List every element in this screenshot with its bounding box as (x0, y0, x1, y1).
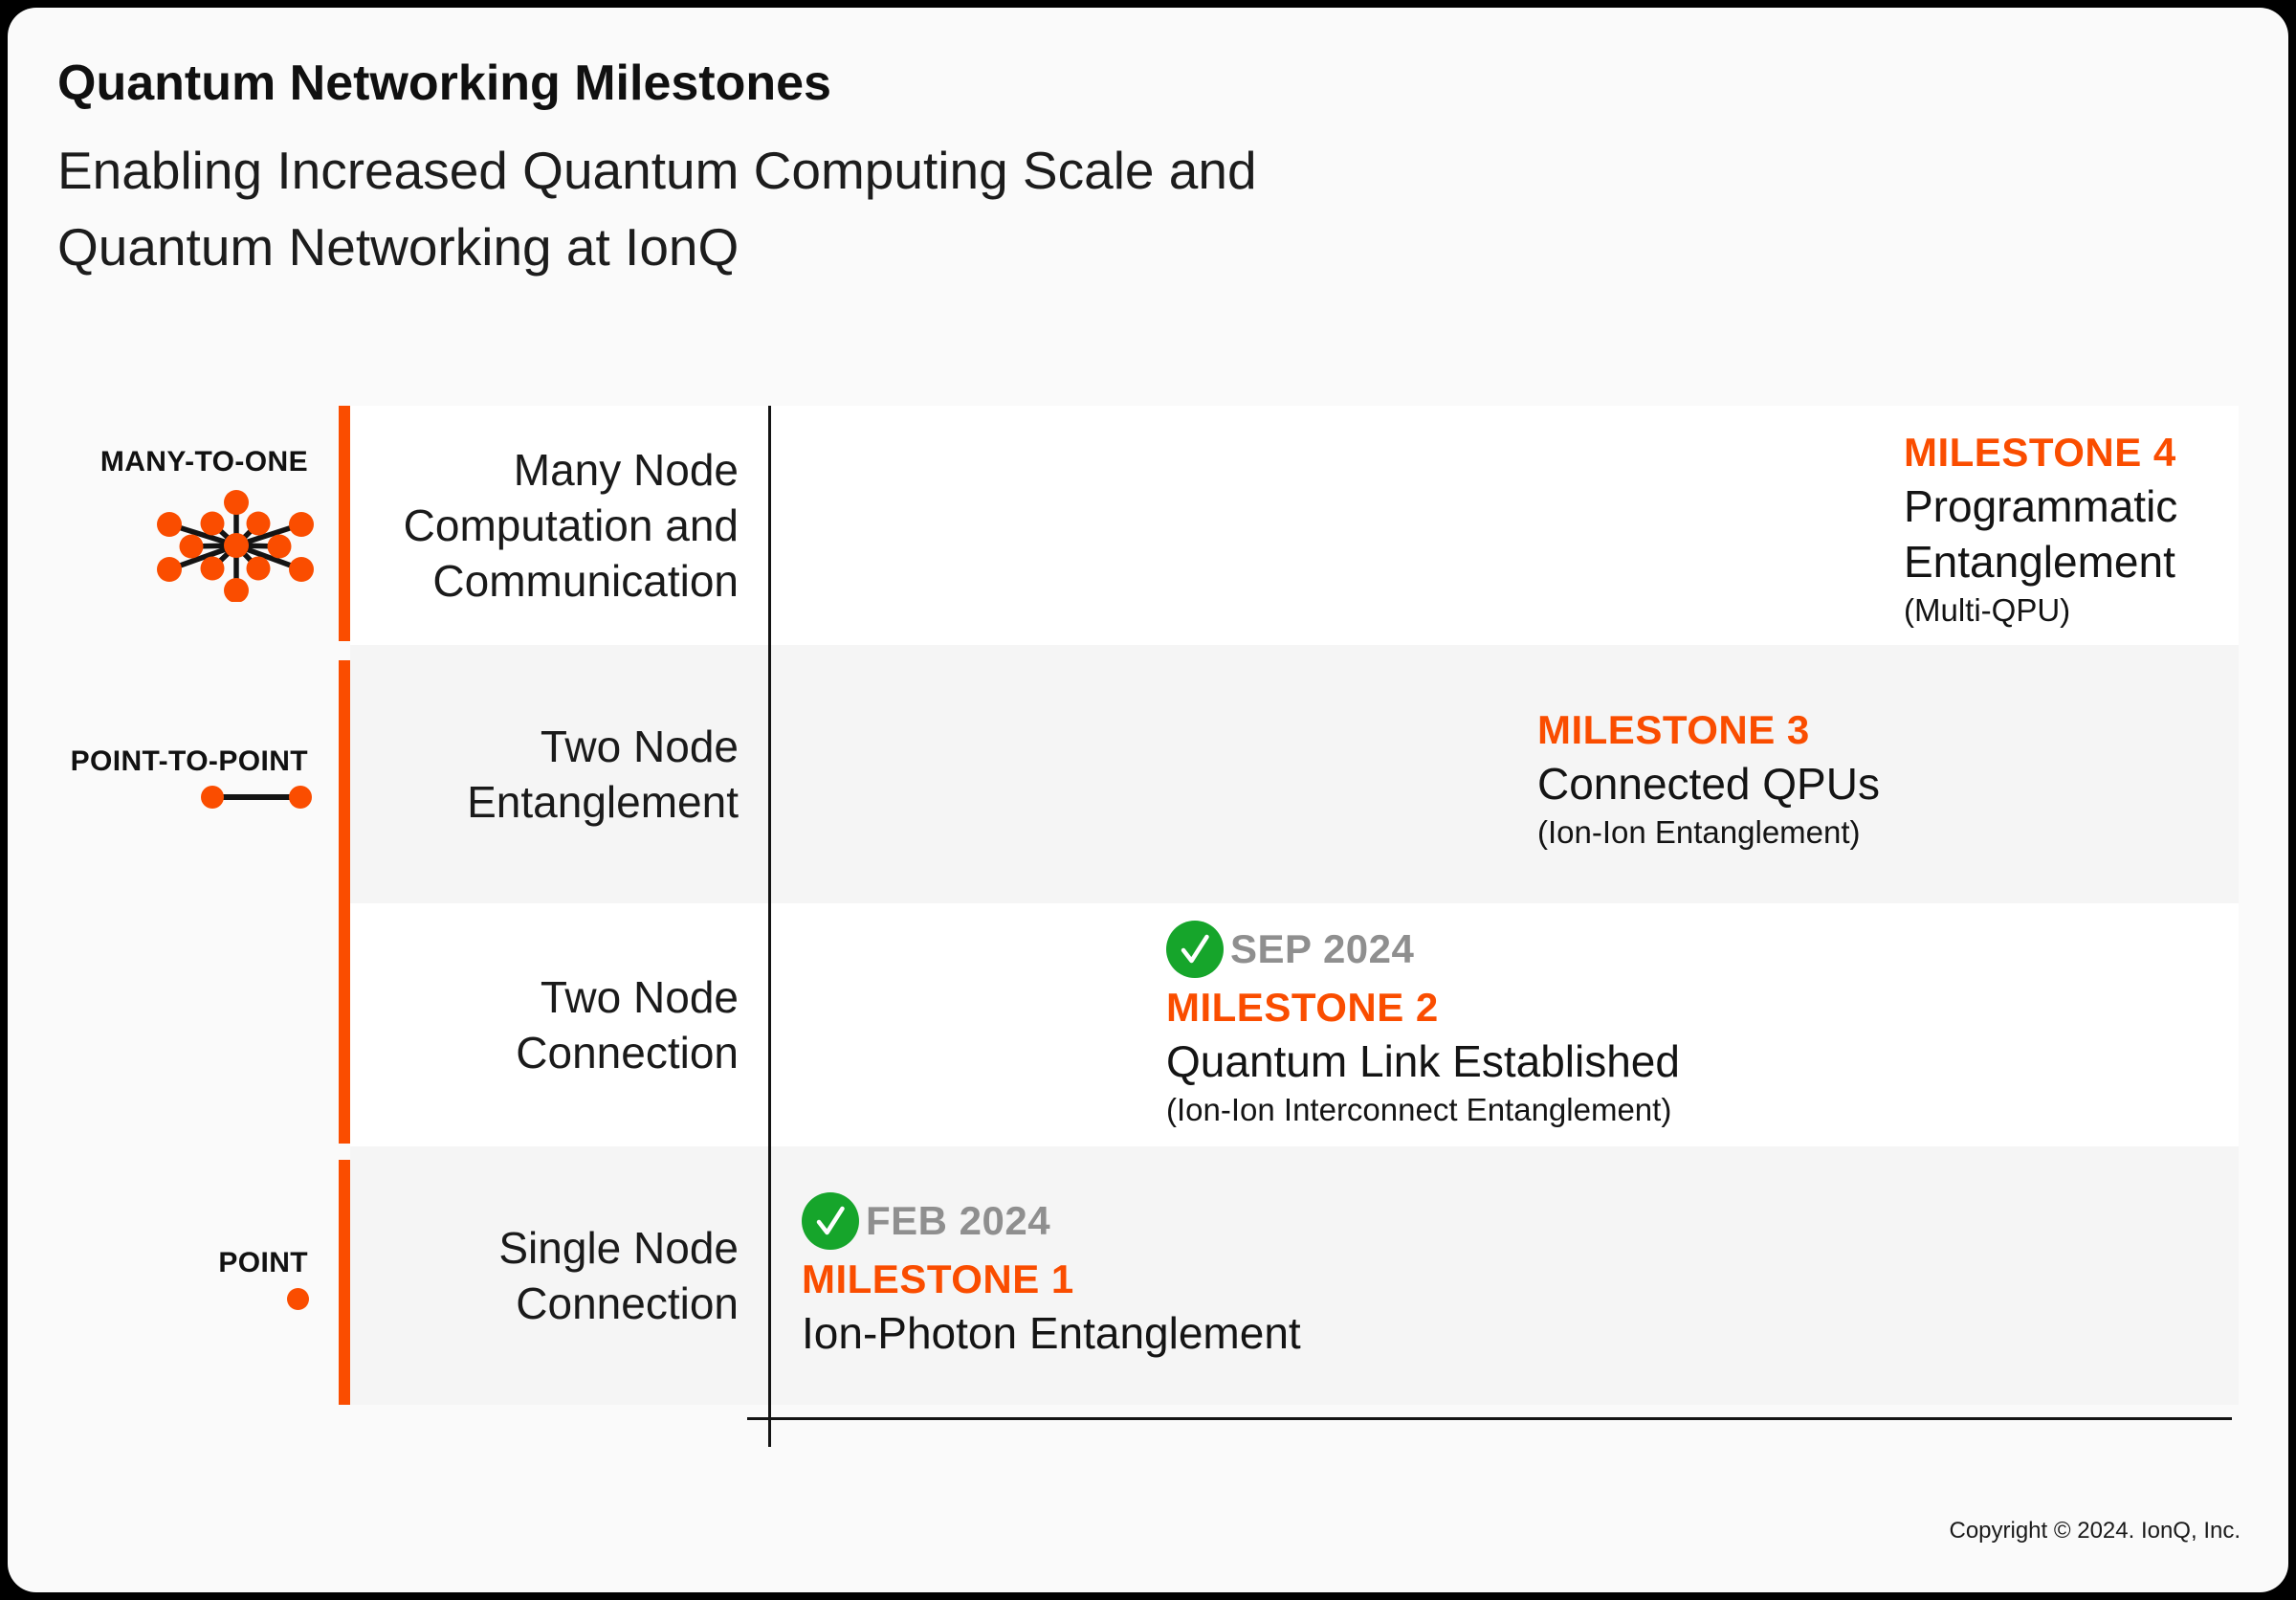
milestone-4-block: MILESTONE 4 Programmatic Entanglement (M… (1904, 427, 2177, 632)
milestone-4-title-line1: Programmatic (1904, 481, 2178, 531)
milestone-3-label: MILESTONE 3 (1537, 707, 1810, 752)
page-title: Quantum Networking Milestones (57, 56, 831, 111)
category-label-point-to-point: POINT-TO-POINT (70, 745, 308, 777)
milestone-2-date: SEP 2024 (1230, 926, 1415, 971)
milestone-4-label: MILESTONE 4 (1904, 430, 2176, 475)
row-label-single-node-connection: Single Node Connection (498, 1223, 739, 1328)
milestone-1-date: FEB 2024 (866, 1198, 1051, 1243)
row-label-many-node: Many Node Computation and Communication (403, 445, 739, 606)
check-circle-icon (802, 1192, 859, 1250)
milestone-1-label: MILESTONE 1 (802, 1256, 1074, 1301)
category-label-point: POINT (218, 1247, 308, 1278)
page-subtitle-line1: Enabling Increased Quantum Computing Sca… (57, 141, 1257, 200)
copyright-text: Copyright © 2024. IonQ, Inc. (1949, 1518, 2241, 1544)
page-subtitle-line2: Quantum Networking at IonQ (57, 217, 740, 277)
header: Quantum Networking Milestones Enabling I… (57, 54, 1257, 285)
timeline-horizontal-axis (747, 1417, 2232, 1420)
point-dot-icon (287, 1288, 309, 1310)
milestone-3-subtitle: (Ion-Ion Entanglement) (1537, 814, 1861, 850)
milestone-1-block: FEB 2024 MILESTONE 1 Ion-Photon Entangle… (802, 1192, 1301, 1361)
point-to-point-icon (201, 786, 312, 809)
milestone-4-title-line2: Entanglement (1904, 537, 2175, 587)
check-circle-icon (1166, 921, 1224, 978)
row-label-two-node-entanglement: Two Node Entanglement (467, 722, 739, 827)
category-label-many-to-one: MANY-TO-ONE (99, 446, 308, 478)
many-to-one-hub-icon (157, 490, 314, 602)
milestone-2-label: MILESTONE 2 (1166, 985, 1439, 1030)
category-bar-point (339, 1160, 350, 1405)
milestone-2-title: Quantum Link Established (1166, 1036, 1680, 1086)
milestone-1-title: Ion-Photon Entanglement (802, 1308, 1301, 1358)
milestone-4-subtitle: (Multi-QPU) (1904, 592, 2071, 628)
row-band-single-node-connection (350, 1146, 2239, 1405)
row-label-two-node-connection: Two Node Connection (516, 972, 739, 1078)
timeline-vertical-axis (768, 406, 771, 1447)
row-band-two-node-connection (350, 903, 2239, 1146)
row-band-two-node-entanglement (350, 645, 2239, 903)
category-bar-many-to-one (339, 406, 350, 641)
milestone-2-block: SEP 2024 MILESTONE 2 Quantum Link Establ… (1166, 921, 1680, 1131)
category-bar-point-to-point (339, 660, 350, 1144)
row-band-many-node (350, 406, 2239, 645)
milestone-2-subtitle: (Ion-Ion Interconnect Entanglement) (1166, 1092, 1672, 1127)
milestone-3-block: MILESTONE 3 Connected QPUs (Ion-Ion Enta… (1537, 704, 1880, 854)
milestone-3-title: Connected QPUs (1537, 759, 1880, 809)
